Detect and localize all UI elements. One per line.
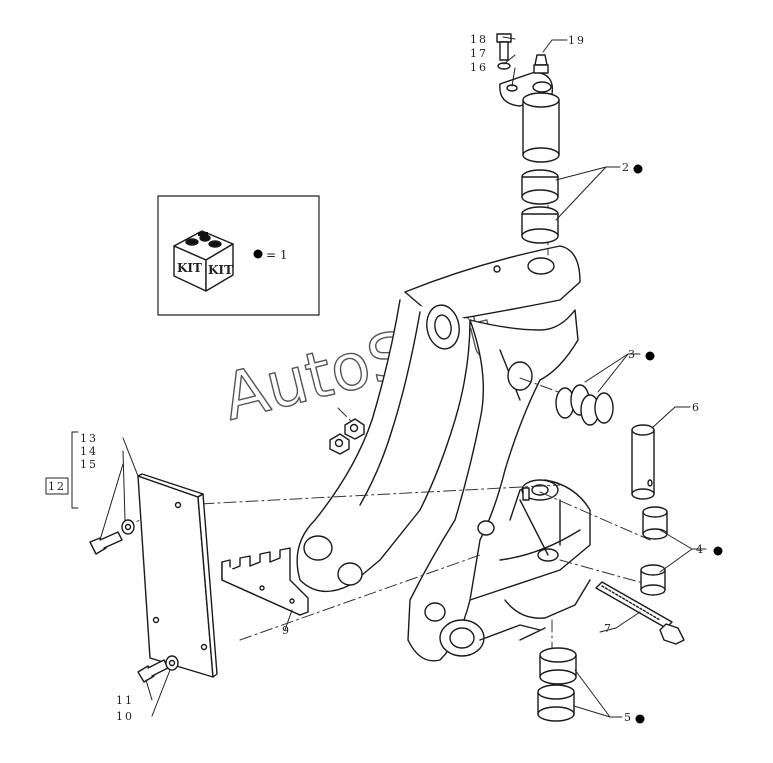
top-pivot-pin-assembly bbox=[496, 33, 560, 163]
callout-16: 16 bbox=[470, 61, 488, 74]
callout-3: 3 bbox=[628, 348, 637, 361]
kit-marker-dot bbox=[253, 249, 263, 259]
bushings-2 bbox=[521, 169, 559, 244]
kit-markers bbox=[633, 164, 723, 724]
kit-equals-label: = 1 bbox=[266, 248, 288, 262]
kit-label-left: KIT bbox=[177, 261, 202, 275]
callout-6: 6 bbox=[692, 401, 701, 414]
callout-12: 12 bbox=[48, 480, 66, 493]
bolt-15 bbox=[89, 519, 135, 555]
callout-labels: 18 17 16 19 2 3 6 4 7 5 9 13 14 15 12 11… bbox=[48, 33, 705, 724]
callout-5: 5 bbox=[624, 711, 633, 724]
group-bracket-12 bbox=[45, 431, 79, 509]
callout-2: 2 bbox=[622, 161, 631, 174]
callout-4: 4 bbox=[696, 543, 705, 556]
callout-9: 9 bbox=[282, 624, 291, 637]
leader-lines bbox=[99, 36, 707, 718]
callout-7: 7 bbox=[604, 622, 613, 635]
callout-18: 18 bbox=[470, 33, 488, 46]
callout-10: 10 bbox=[116, 710, 134, 723]
cover-plate-13 bbox=[137, 473, 218, 678]
comb-bracket-9 bbox=[221, 547, 309, 616]
kit-legend: KIT KIT = 1 bbox=[157, 195, 320, 316]
kit-box-icon: KIT KIT bbox=[173, 230, 234, 292]
swing-frame bbox=[296, 245, 591, 662]
bushings-5 bbox=[537, 647, 577, 722]
bushings-3 bbox=[555, 384, 614, 426]
callout-14: 14 bbox=[80, 445, 98, 458]
callout-19: 19 bbox=[568, 34, 586, 47]
callout-17: 17 bbox=[470, 47, 488, 60]
bushings-4 bbox=[640, 506, 668, 596]
pin-6 bbox=[631, 424, 655, 500]
bolt-7 bbox=[595, 581, 685, 645]
kit-label-right: KIT bbox=[208, 263, 233, 277]
callout-13: 13 bbox=[80, 432, 98, 445]
bolt-11 bbox=[137, 655, 179, 683]
callout-15: 15 bbox=[80, 458, 98, 471]
nuts bbox=[329, 418, 365, 455]
callout-11: 11 bbox=[116, 694, 134, 707]
